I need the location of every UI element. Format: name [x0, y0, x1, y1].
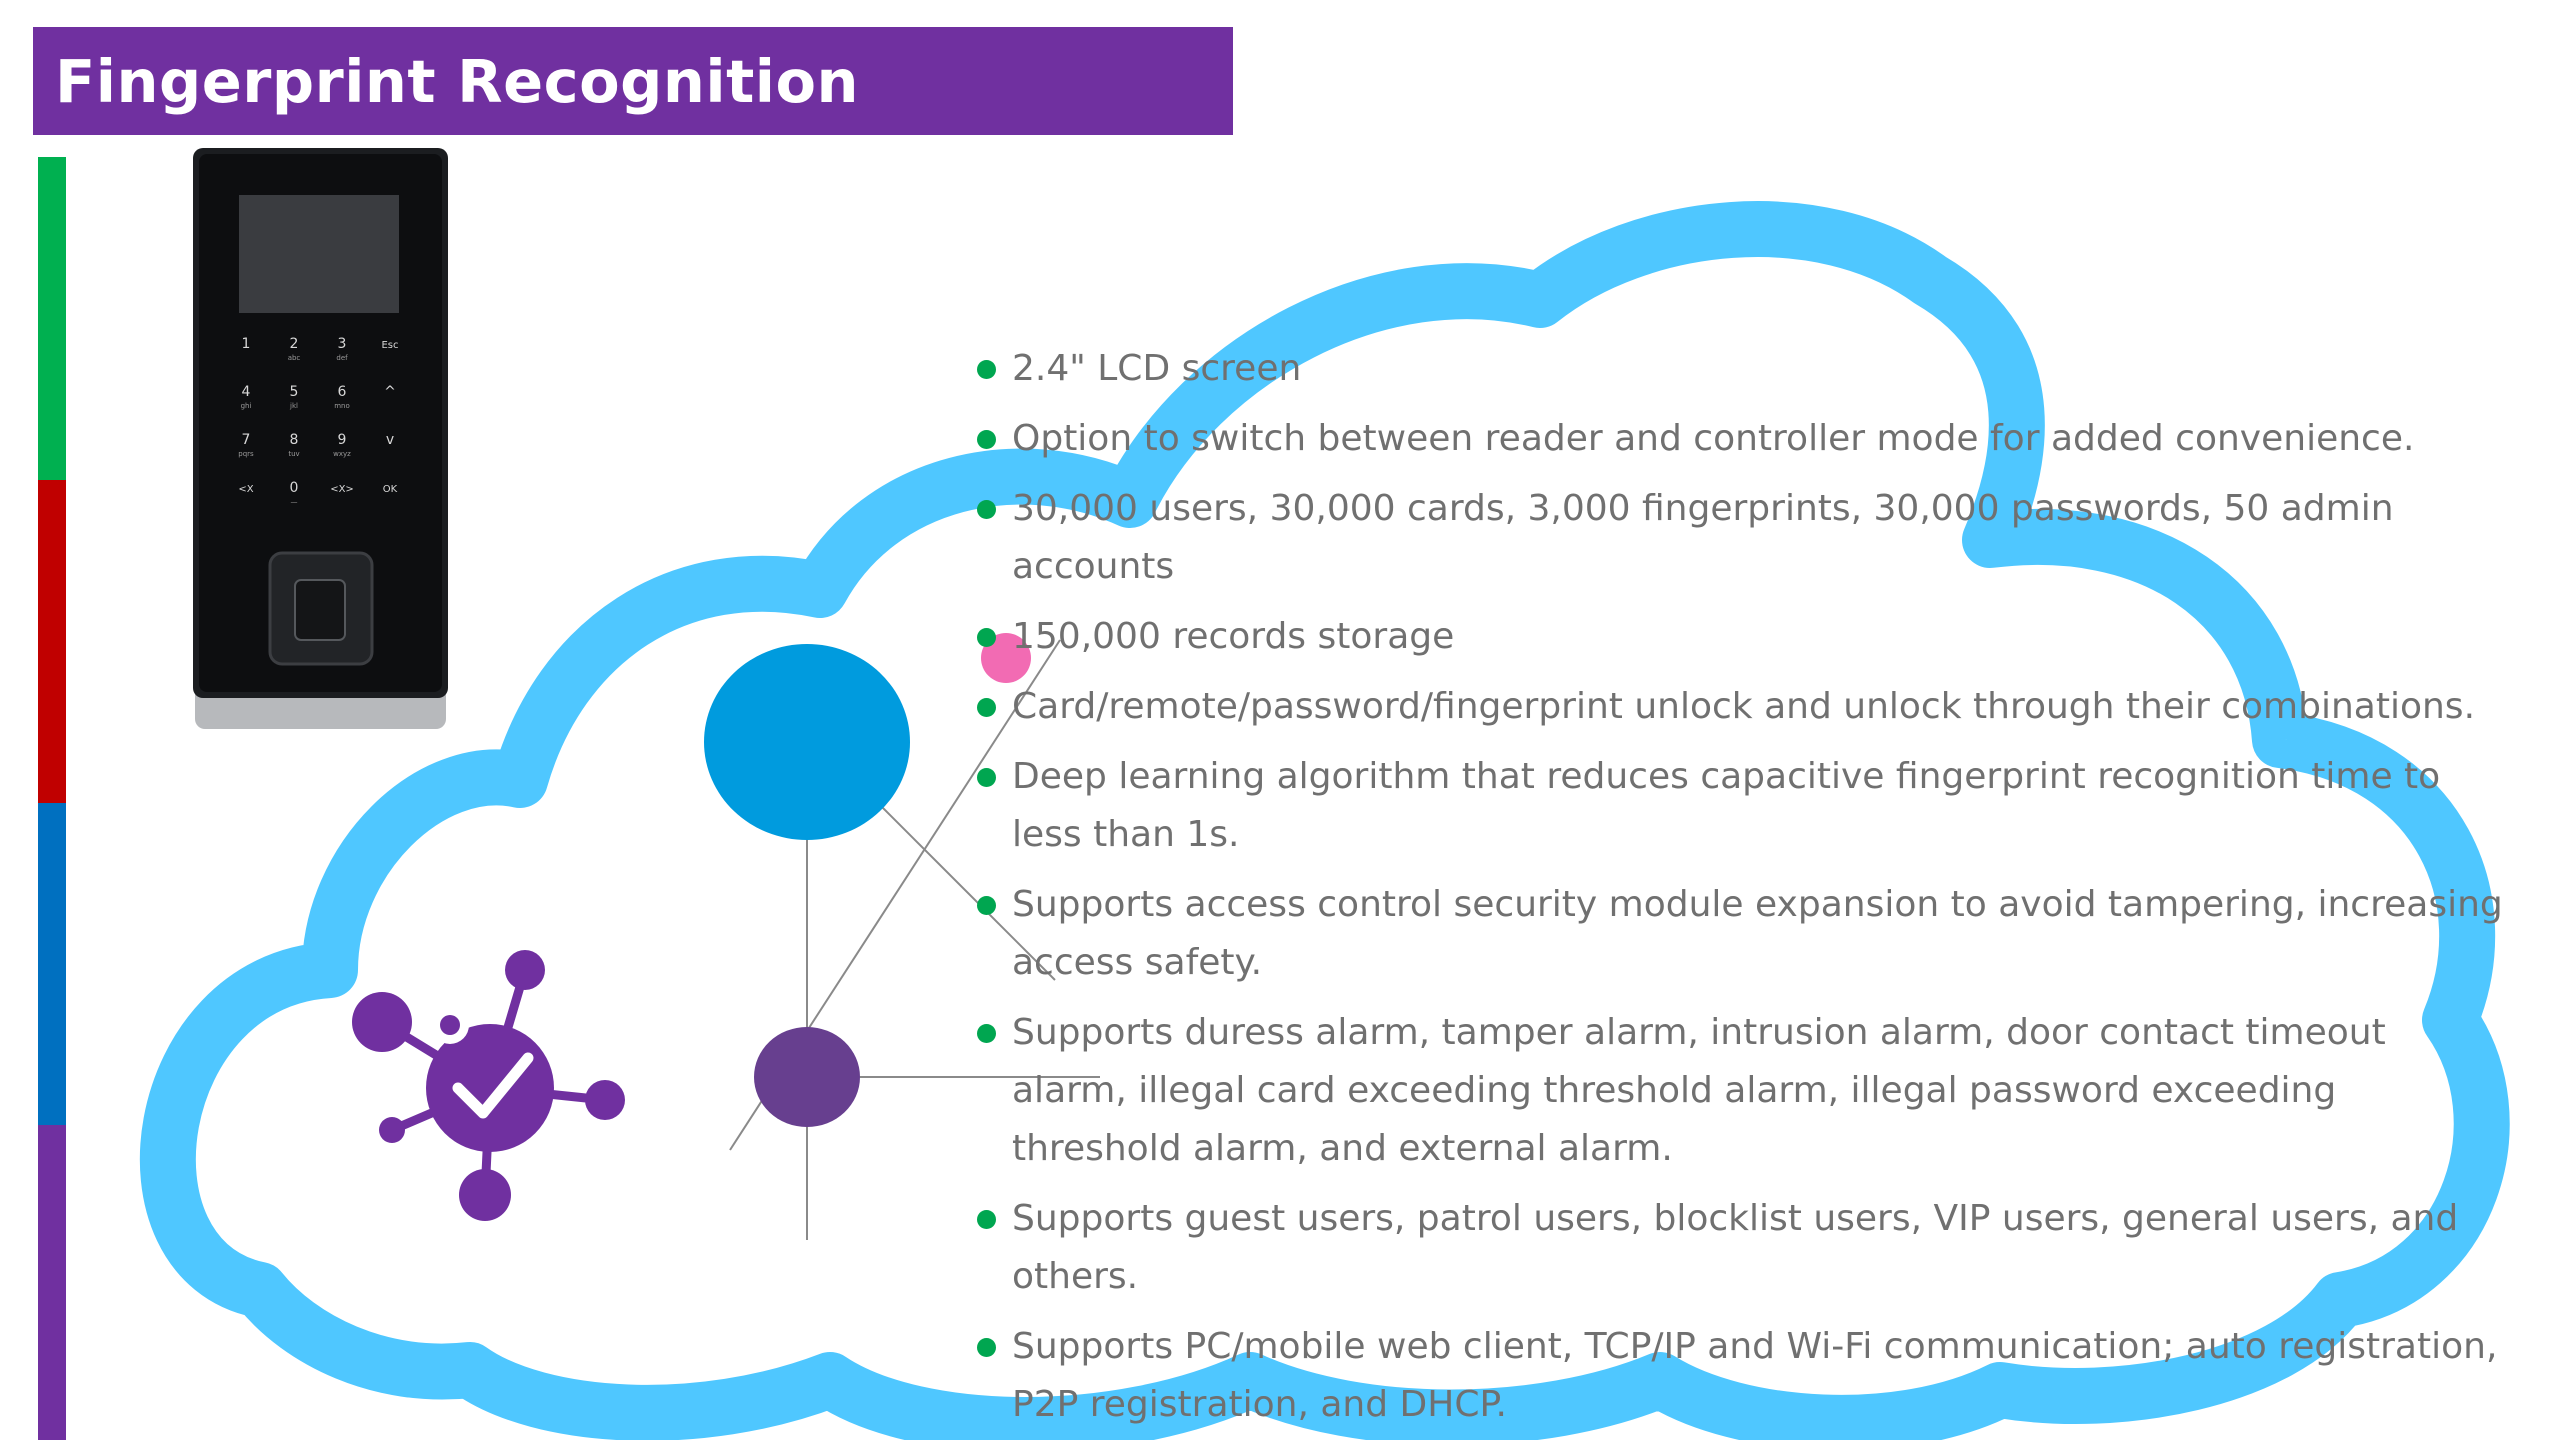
- bullet-dot-icon: [977, 1024, 996, 1043]
- keypad-key: Esc: [381, 340, 398, 351]
- keypad-key-sub: def: [336, 354, 348, 362]
- keypad-key: <X: [238, 484, 253, 495]
- keypad-key: 1: [242, 336, 251, 352]
- keypad-key-sub: mno: [334, 402, 350, 410]
- keypad-key-sub: jkl: [289, 402, 298, 410]
- bullet-dot-icon: [977, 430, 996, 449]
- feature-item: Supports guest users, patrol users, bloc…: [970, 1190, 2510, 1306]
- keypad-key-sub: ghi: [241, 402, 252, 410]
- feature-text: Supports access control security module …: [1012, 884, 2503, 983]
- bullet-dot-icon: [977, 698, 996, 717]
- feature-item: Deep learning algorithm that reduces cap…: [970, 748, 2510, 864]
- feature-item: Card/remote/password/fingerprint unlock …: [970, 678, 2510, 736]
- bullet-dot-icon: [977, 500, 996, 519]
- side-strip-purple: [38, 1125, 66, 1440]
- feature-text: 150,000 records storage: [1012, 616, 1455, 657]
- fingerprint-reader-device: 1 2 abc 3 def Esc 4 ghi 5 jkl 6 mno ^ 7 pqrs 8 tuv 9 wxyz v…: [193, 148, 448, 729]
- bullet-dot-icon: [977, 768, 996, 787]
- side-strip-red: [38, 480, 66, 803]
- large-blue-circle: [704, 644, 910, 840]
- feature-item: 2.4" LCD screen: [970, 340, 2510, 398]
- keypad-key: v: [386, 432, 394, 448]
- feature-text: Supports guest users, patrol users, bloc…: [1012, 1198, 2459, 1297]
- title-bar: Fingerprint Recognition: [33, 27, 1233, 135]
- bullet-dot-icon: [977, 1210, 996, 1229]
- keypad-key-sub: —: [291, 498, 298, 506]
- feature-item: 150,000 records storage: [970, 608, 2510, 666]
- keypad-key: 0: [290, 480, 299, 496]
- keypad-key-sub: pqrs: [238, 450, 254, 458]
- feature-text: 2.4" LCD screen: [1012, 348, 1302, 389]
- feature-text: 30,000 users, 30,000 cards, 3,000 finger…: [1012, 488, 2394, 587]
- feature-item: Supports access control security module …: [970, 876, 2510, 992]
- keypad-key: 5: [290, 384, 299, 400]
- keypad-key: 4: [242, 384, 251, 400]
- keypad-key: 7: [242, 432, 251, 448]
- keypad-key: 8: [290, 432, 299, 448]
- keypad-key: ^: [384, 384, 396, 400]
- bullet-dot-icon: [977, 1338, 996, 1357]
- keypad-key: 2: [290, 336, 299, 352]
- feature-item: 30,000 users, 30,000 cards, 3,000 finger…: [970, 480, 2510, 596]
- small-purple-circle: [754, 1027, 860, 1127]
- keypad-key: OK: [383, 484, 398, 495]
- feature-text: Supports duress alarm, tamper alarm, int…: [1012, 1012, 2386, 1169]
- side-strip-green: [38, 157, 66, 480]
- lcd-screen: [239, 195, 399, 313]
- feature-text: Supports PC/mobile web client, TCP/IP an…: [1012, 1326, 2498, 1425]
- bullet-dot-icon: [977, 628, 996, 647]
- network-check-icon: [352, 950, 625, 1221]
- feature-text: Card/remote/password/fingerprint unlock …: [1012, 686, 2476, 727]
- keypad-key-sub: abc: [288, 354, 301, 362]
- feature-item: Option to switch between reader and cont…: [970, 410, 2510, 468]
- keypad-key: 9: [338, 432, 347, 448]
- pink-dot: [981, 633, 1031, 683]
- page-title: Fingerprint Recognition: [55, 46, 860, 116]
- keypad-key-sub: tuv: [288, 450, 299, 458]
- feature-text: Deep learning algorithm that reduces cap…: [1012, 756, 2441, 855]
- feature-text: Option to switch between reader and cont…: [1012, 418, 2415, 459]
- bullet-dot-icon: [977, 896, 996, 915]
- bullet-dot-icon: [977, 360, 996, 379]
- feature-item: Supports duress alarm, tamper alarm, int…: [970, 1004, 2510, 1178]
- keypad-key: 6: [338, 384, 347, 400]
- feature-item: Supports PC/mobile web client, TCP/IP an…: [970, 1318, 2510, 1434]
- keypad-key: 3: [338, 336, 347, 352]
- keypad-key: <X>: [330, 484, 354, 495]
- connector-line: [879, 804, 1056, 981]
- keypad: 1 2 abc 3 def Esc 4 ghi 5 jkl 6 mno ^ 7 pqrs 8 tuv 9 wxyz v…: [238, 336, 398, 506]
- side-strip-blue: [38, 803, 66, 1125]
- checkmark-icon: [452, 1052, 534, 1119]
- keypad-key-sub: wxyz: [333, 450, 351, 458]
